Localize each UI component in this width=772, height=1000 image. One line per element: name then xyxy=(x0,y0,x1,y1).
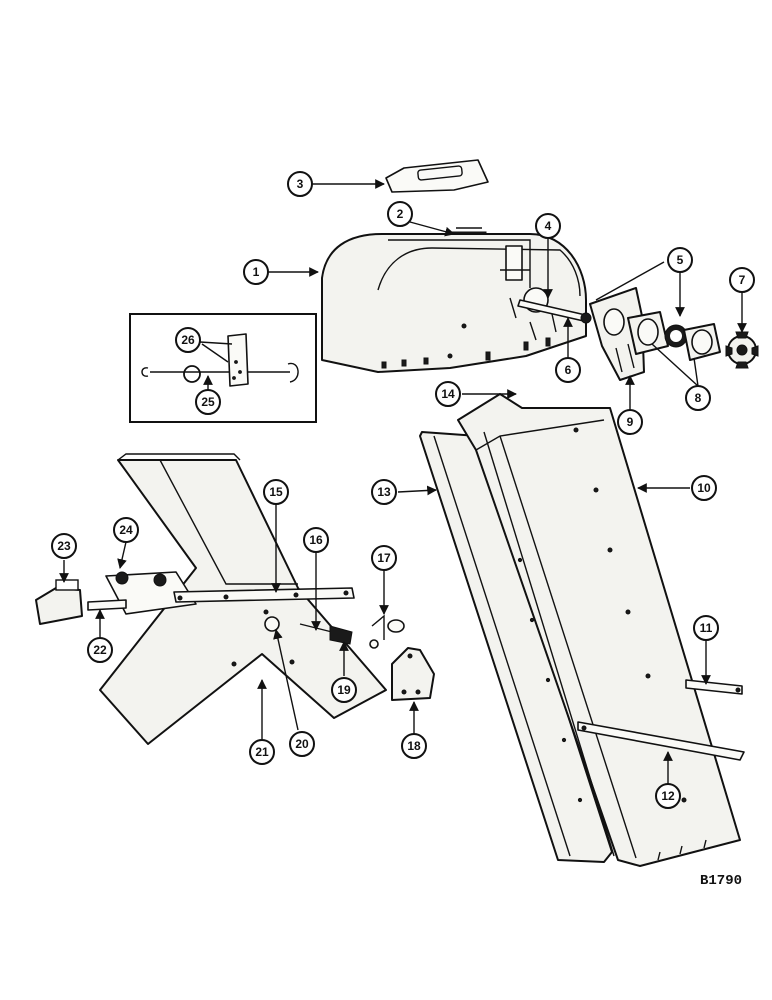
callout-11-label: 11 xyxy=(700,621,713,635)
leader-lines xyxy=(59,179,747,784)
callout-8-label: 8 xyxy=(695,391,702,405)
callout-17: 17 xyxy=(371,545,397,571)
callout-17-label: 17 xyxy=(377,551,391,565)
shaft-part xyxy=(517,299,592,324)
callout-13: 13 xyxy=(371,479,397,505)
callout-3-label: 3 xyxy=(297,177,304,191)
callout-26-label: 26 xyxy=(181,333,195,347)
callout-22: 22 xyxy=(87,637,113,663)
callout-7: 7 xyxy=(729,267,755,293)
callout-10: 10 xyxy=(691,475,717,501)
drawing-reference-number: B1790 xyxy=(700,873,742,889)
callout-19: 19 xyxy=(331,677,357,703)
callout-12-label: 12 xyxy=(661,789,675,803)
callout-20-label: 20 xyxy=(295,737,309,751)
callout-19-label: 19 xyxy=(337,683,351,697)
callout-14-label: 14 xyxy=(441,387,455,401)
callout-24: 24 xyxy=(113,517,139,543)
callout-15-label: 15 xyxy=(269,485,283,499)
rod-part xyxy=(685,679,743,695)
callout-9-label: 9 xyxy=(627,415,634,429)
callout-5-label: 5 xyxy=(677,253,684,267)
callout-4: 4 xyxy=(535,213,561,239)
callout-4-label: 4 xyxy=(545,219,552,233)
callout-18: 18 xyxy=(401,733,427,759)
spring-part xyxy=(264,616,353,645)
strap-part xyxy=(173,587,355,603)
callout-20: 20 xyxy=(289,731,315,757)
callout-16: 16 xyxy=(303,527,329,553)
callout-23-label: 23 xyxy=(57,539,71,553)
callout-5: 5 xyxy=(667,247,693,273)
callout-21: 21 xyxy=(249,739,275,765)
mount-bracket-part xyxy=(35,579,127,625)
callout-1: 1 xyxy=(243,259,269,285)
callout-1-label: 1 xyxy=(253,265,260,279)
callout-3: 3 xyxy=(287,171,313,197)
callout-8: 8 xyxy=(685,385,711,411)
elevator-panel-part xyxy=(457,393,741,867)
bearing-bracket-part xyxy=(589,287,645,381)
callout-15: 15 xyxy=(263,479,289,505)
callout-2-label: 2 xyxy=(397,207,404,221)
bearing-flange-part xyxy=(627,311,721,361)
latch-rod-part xyxy=(369,614,405,649)
callout-6-label: 6 xyxy=(565,363,572,377)
callout-22-label: 22 xyxy=(93,643,107,657)
sprocket-part xyxy=(725,331,759,369)
callout-16-label: 16 xyxy=(309,533,323,547)
callout-26: 26 xyxy=(175,327,201,353)
callout-24-label: 24 xyxy=(119,523,133,537)
callout-21-label: 21 xyxy=(255,745,269,759)
cover-plate-part xyxy=(385,159,489,193)
callout-7-label: 7 xyxy=(739,273,746,287)
angle-bar-part xyxy=(577,721,745,761)
callout-11: 11 xyxy=(693,615,719,641)
inset-box xyxy=(129,313,317,423)
callout-25: 25 xyxy=(195,389,221,415)
callout-23: 23 xyxy=(51,533,77,559)
callout-6: 6 xyxy=(555,357,581,383)
callout-25-label: 25 xyxy=(201,395,215,409)
top-housing-part xyxy=(321,233,587,373)
callout-2: 2 xyxy=(387,201,413,227)
callout-18-label: 18 xyxy=(407,739,421,753)
callout-12: 12 xyxy=(655,783,681,809)
support-bracket-part xyxy=(391,647,435,701)
callout-14: 14 xyxy=(435,381,461,407)
callout-10-label: 10 xyxy=(697,481,711,495)
callout-9: 9 xyxy=(617,409,643,435)
callout-13-label: 13 xyxy=(377,485,391,499)
